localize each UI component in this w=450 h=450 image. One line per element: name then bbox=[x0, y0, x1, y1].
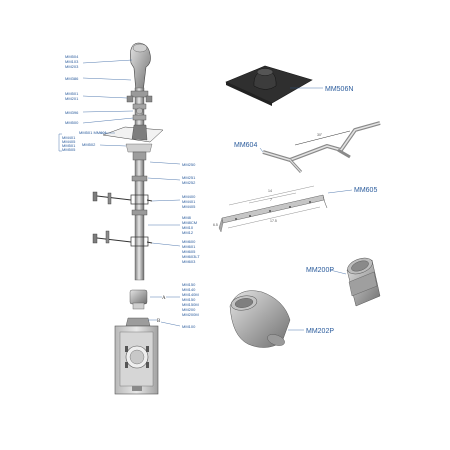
part-bracket: 30" MM604 bbox=[234, 121, 381, 174]
label-m-2: MM140M bbox=[182, 292, 199, 297]
label-elbow: MM202P bbox=[306, 328, 334, 335]
label-l-4: MM603 bbox=[182, 259, 196, 264]
label-top-1: MM103 bbox=[65, 59, 79, 64]
label-f-1: MM405 bbox=[62, 139, 76, 144]
label-h: MM250 bbox=[182, 162, 196, 167]
label-g: MM502 bbox=[82, 142, 96, 147]
label-adapter: MM200P bbox=[306, 267, 334, 274]
label-m-1: MM140 bbox=[182, 287, 196, 292]
mast-pipe-lower bbox=[134, 159, 145, 281]
label-l-2: MM605 bbox=[182, 249, 196, 254]
wall-bracket-lower bbox=[92, 230, 153, 247]
label-l-1: MM601 bbox=[182, 244, 196, 249]
label-k-3: MM12 bbox=[182, 230, 194, 235]
label-m-3: MM150 bbox=[182, 297, 196, 302]
support-w2: 7 bbox=[270, 198, 272, 202]
label-b-1: MM201 bbox=[65, 96, 79, 101]
label-l-0: MM600 bbox=[182, 239, 196, 244]
label-top-0: MM504 bbox=[65, 54, 79, 59]
label-k-2: MM10 bbox=[182, 225, 194, 230]
label-f-2: MM501 bbox=[62, 143, 76, 148]
label-n: MM100 bbox=[182, 324, 196, 329]
label-m-0: MM150 bbox=[182, 282, 196, 287]
label-c: MM396 bbox=[65, 110, 79, 115]
label-k-0: MM8 bbox=[182, 215, 192, 220]
callout-b: B bbox=[157, 319, 161, 324]
support-h: 6.5 bbox=[213, 223, 218, 227]
label-j-1: MM401 bbox=[182, 199, 196, 204]
label-a: MM386 bbox=[65, 76, 79, 81]
label-k-1: MM8CM bbox=[182, 220, 197, 225]
label-top-2: MM203 bbox=[65, 64, 79, 69]
label-bracket: MM604 bbox=[234, 142, 257, 149]
callout-a: A bbox=[162, 296, 166, 301]
label-i-1: MM252 bbox=[182, 180, 196, 185]
mast-label-group: MM504 MM103 MM203 MM386 MM501 MM201 MM39… bbox=[62, 54, 200, 329]
label-l-3: MM603LT bbox=[182, 254, 200, 259]
label-f-3: MM505 bbox=[62, 147, 76, 152]
label-f-0: MM401 bbox=[62, 135, 76, 140]
label-m-5: MM200 bbox=[182, 307, 196, 312]
part-support: 14 7 17.5 6.5 MM605 bbox=[213, 185, 377, 233]
label-d: MM500 bbox=[65, 120, 79, 125]
label-b-0: MM501 bbox=[65, 91, 79, 96]
bracket-length: 30" bbox=[317, 133, 323, 137]
part-adapter: MM200P bbox=[306, 257, 381, 307]
support-w3: 17.5 bbox=[270, 219, 277, 223]
label-support: MM605 bbox=[354, 187, 377, 194]
label-m-4: MM150M bbox=[182, 302, 199, 307]
mast-leaders bbox=[58, 59, 181, 327]
label-j-0: MM400 bbox=[182, 194, 196, 199]
part-flashing: MM506N bbox=[225, 65, 353, 106]
part-elbow: MM202P bbox=[229, 290, 334, 348]
meter-socket bbox=[114, 325, 159, 395]
weatherhead bbox=[130, 42, 151, 93]
label-i-0: MM251 bbox=[182, 175, 196, 180]
wall-bracket-upper bbox=[92, 191, 153, 205]
support-w1: 14 bbox=[268, 189, 272, 193]
mast-assembly bbox=[92, 42, 164, 395]
label-e: MM501 MM601 bbox=[79, 130, 108, 135]
label-m-6: MM200M bbox=[182, 312, 199, 317]
label-j-2: MM405 bbox=[182, 204, 196, 209]
label-flashing: MM506N bbox=[325, 86, 353, 93]
